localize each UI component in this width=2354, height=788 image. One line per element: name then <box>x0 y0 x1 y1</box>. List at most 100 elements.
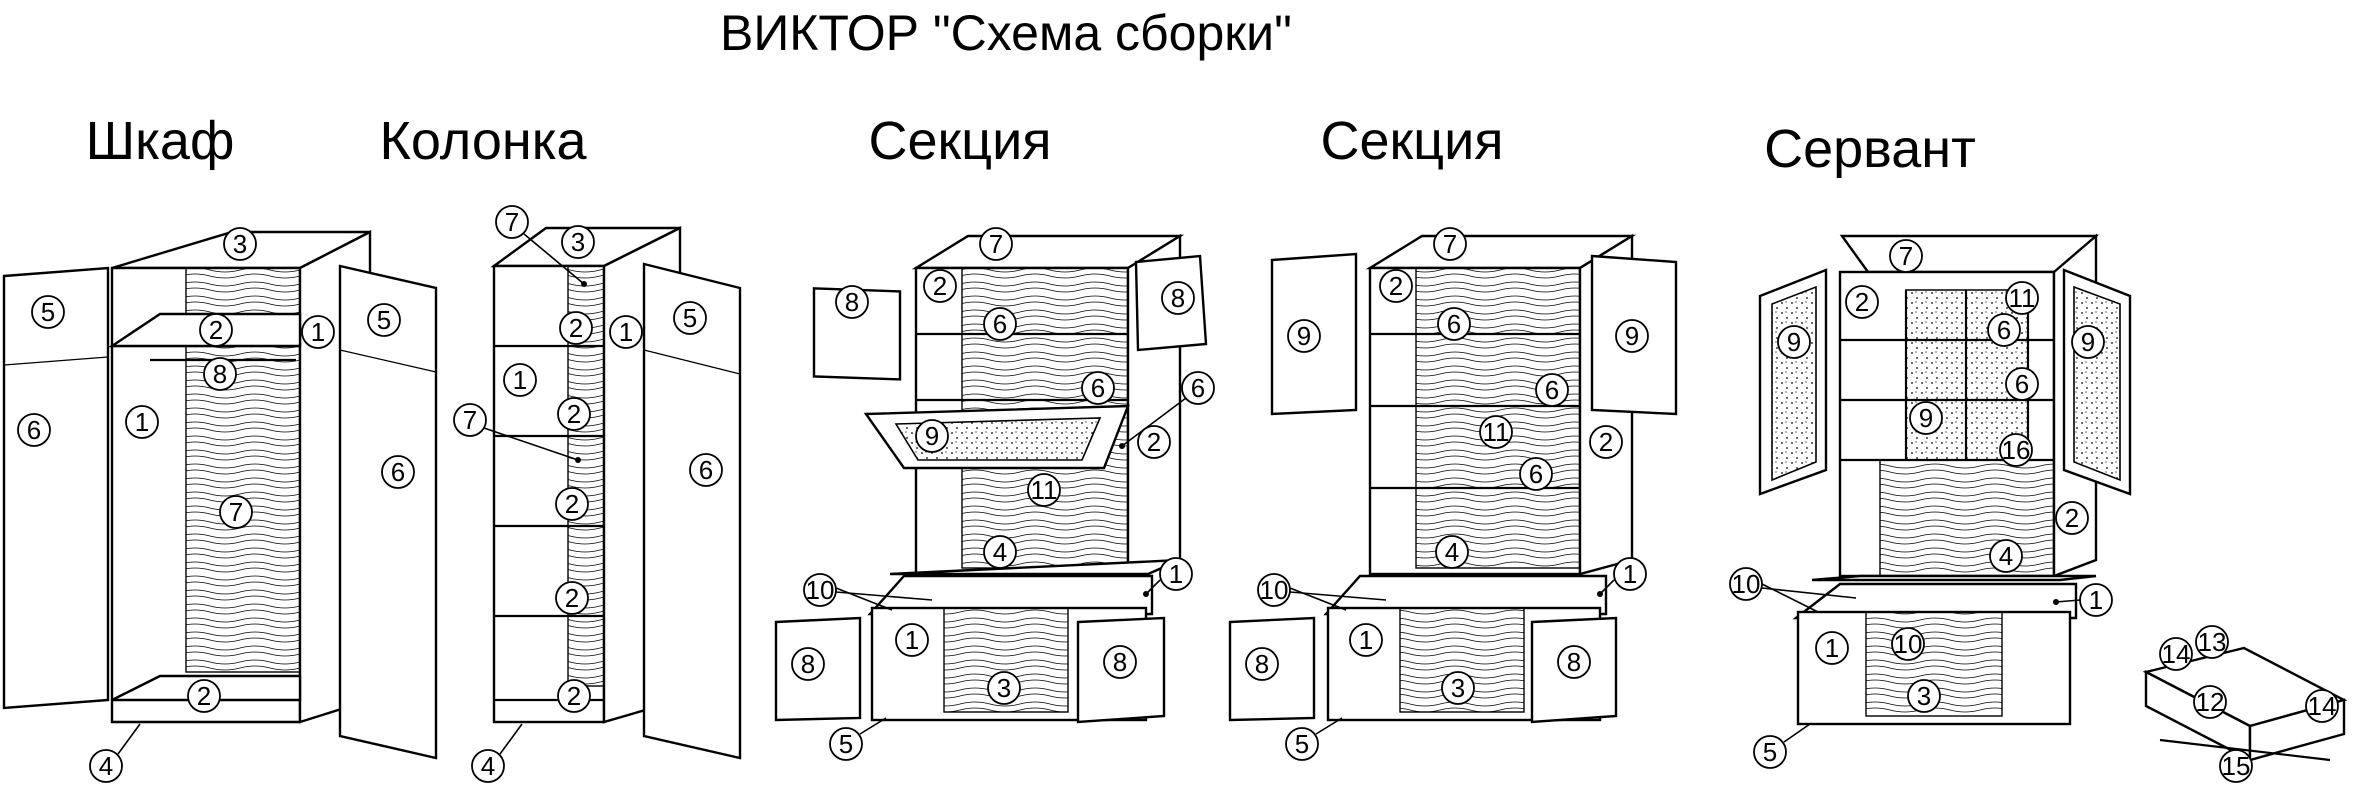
svg-text:7: 7 <box>989 229 1003 259</box>
svg-text:3: 3 <box>233 229 247 259</box>
callout-part-2: 2 <box>1589 425 1623 459</box>
callout-part-7: 7 <box>219 495 253 529</box>
callout-part-2: 2 <box>1845 285 1879 319</box>
svg-text:7: 7 <box>505 207 519 237</box>
callout-part-7: 7 <box>1889 239 1923 273</box>
callout-part-2: 2 <box>187 679 221 713</box>
callout-part-9: 9 <box>915 419 949 453</box>
callout-part-7: 7 <box>1433 227 1467 261</box>
callout-part-8: 8 <box>1245 647 1279 681</box>
callout-part-4: 4 <box>983 535 1017 569</box>
svg-text:2: 2 <box>2065 503 2079 533</box>
callout-part-5: 5 <box>367 303 401 337</box>
svg-text:5: 5 <box>41 297 55 327</box>
callout-part-11: 11 <box>2005 281 2039 315</box>
svg-text:7: 7 <box>463 405 477 435</box>
callout-part-7: 7 <box>979 227 1013 261</box>
part-callouts: 3 5 2 1 5 8 6 1 6 7 2 4 7 3 2 1 5 1 2 7 … <box>17 205 2339 783</box>
callout-part-15: 15 <box>2219 749 2253 783</box>
svg-text:1: 1 <box>135 407 149 437</box>
svg-text:7: 7 <box>229 497 243 527</box>
callout-part-5: 5 <box>673 301 707 335</box>
callout-part-3: 3 <box>1907 679 1941 713</box>
callout-part-13: 13 <box>2195 625 2229 659</box>
svg-text:8: 8 <box>845 287 859 317</box>
svg-text:10: 10 <box>1732 569 1761 599</box>
svg-text:4: 4 <box>993 537 1007 567</box>
callout-part-2: 2 <box>557 397 591 431</box>
column-door <box>642 262 742 760</box>
svg-text:12: 12 <box>2196 687 2225 717</box>
svg-text:2: 2 <box>565 583 579 613</box>
callout-part-12: 12 <box>2193 685 2227 719</box>
callout-part-1: 1 <box>125 405 159 439</box>
svg-text:8: 8 <box>1171 283 1185 313</box>
svg-text:2: 2 <box>197 681 211 711</box>
callout-part-6: 6 <box>1535 373 1569 407</box>
svg-text:1: 1 <box>311 317 325 347</box>
callout-part-6: 6 <box>1437 307 1471 341</box>
svg-text:5: 5 <box>1295 729 1309 759</box>
callout-part-3: 3 <box>987 671 1021 705</box>
svg-text:4: 4 <box>1445 537 1459 567</box>
svg-text:6: 6 <box>1191 373 1205 403</box>
page-title: ВИКТОР "Схема сборки" <box>720 5 1292 61</box>
sideboard-top <box>1839 234 2099 274</box>
svg-text:4: 4 <box>481 751 495 781</box>
svg-text:6: 6 <box>993 309 1007 339</box>
svg-text:9: 9 <box>1787 327 1801 357</box>
callout-part-9: 9 <box>1287 319 1321 353</box>
svg-text:3: 3 <box>997 673 1011 703</box>
svg-text:5: 5 <box>683 303 697 333</box>
callout-part-8: 8 <box>791 647 825 681</box>
callout-part-1: 1 <box>1349 623 1383 657</box>
callout-part-10: 10 <box>1257 573 1291 607</box>
callout-part-1: 1 <box>609 315 643 349</box>
svg-text:3: 3 <box>571 227 585 257</box>
callout-part-10: 10 <box>1891 627 1925 661</box>
wardrobe-left-door <box>2 266 110 710</box>
callout-part-1: 1 <box>1613 557 1647 591</box>
svg-text:1: 1 <box>513 365 527 395</box>
callout-part-10: 10 <box>803 573 837 607</box>
svg-text:8: 8 <box>1113 647 1127 677</box>
callout-part-8: 8 <box>1103 645 1137 679</box>
callout-part-2: 2 <box>923 269 957 303</box>
callout-part-6: 6 <box>689 453 723 487</box>
heading-column: Колонка <box>379 111 587 171</box>
callout-part-2: 2 <box>2055 501 2089 535</box>
callout-part-6: 6 <box>2005 367 2039 401</box>
callout-part-2: 2 <box>199 313 233 347</box>
svg-text:6: 6 <box>1447 309 1461 339</box>
svg-text:10: 10 <box>1260 575 1289 605</box>
svg-text:1: 1 <box>1825 633 1839 663</box>
svg-text:14: 14 <box>2308 691 2337 721</box>
callout-part-10: 10 <box>1729 567 1763 601</box>
heading-section-2: Секция <box>1320 111 1504 171</box>
svg-text:6: 6 <box>1997 315 2011 345</box>
callout-part-6: 6 <box>1181 371 1215 405</box>
svg-text:9: 9 <box>925 421 939 451</box>
callout-part-2: 2 <box>1379 269 1413 303</box>
callout-part-4: 4 <box>89 749 123 783</box>
svg-text:5: 5 <box>377 305 391 335</box>
callout-part-4: 4 <box>1989 539 2023 573</box>
column-drawing <box>490 226 742 760</box>
svg-text:9: 9 <box>1625 321 1639 351</box>
svg-text:4: 4 <box>99 751 113 781</box>
svg-text:10: 10 <box>806 575 835 605</box>
callout-part-5: 5 <box>31 295 65 329</box>
callout-part-6: 6 <box>983 307 1017 341</box>
callout-part-6: 6 <box>1081 371 1115 405</box>
callout-part-2: 2 <box>559 311 593 345</box>
svg-text:6: 6 <box>27 415 41 445</box>
svg-text:2: 2 <box>1389 271 1403 301</box>
callout-part-6: 6 <box>1519 457 1553 491</box>
callout-part-11: 11 <box>1479 415 1513 449</box>
svg-text:1: 1 <box>905 625 919 655</box>
callout-part-5: 5 <box>1753 735 1787 769</box>
callout-part-6: 6 <box>17 413 51 447</box>
svg-text:6: 6 <box>1529 459 1543 489</box>
callout-part-14: 14 <box>2305 689 2339 723</box>
